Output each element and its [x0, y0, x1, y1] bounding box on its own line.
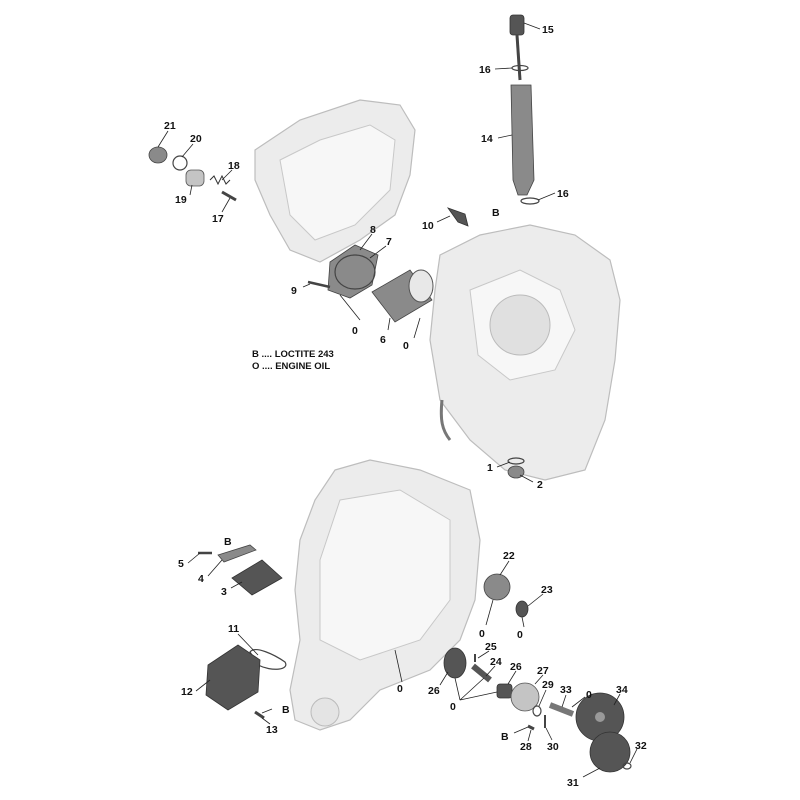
callout-labels: 15 16 14 16 21 20 18 19 17 10 B 8 7 9 0 … — [164, 24, 647, 789]
leader-lines — [157, 22, 638, 778]
callout: 31 — [567, 777, 579, 789]
gear-31 — [589, 731, 631, 773]
callout: 32 — [635, 740, 647, 752]
callout: 20 — [190, 133, 202, 145]
callout: 25 — [485, 641, 497, 653]
shaft-24 — [471, 663, 492, 683]
cylinder-bore — [489, 294, 551, 356]
callout: 30 — [547, 741, 559, 753]
callout: 27 — [537, 665, 549, 677]
retainer-4 — [217, 544, 257, 563]
callout: 17 — [212, 213, 224, 225]
o-ring-16b — [520, 197, 540, 205]
screw-9 — [307, 280, 331, 289]
seal-23 — [515, 600, 529, 618]
o-ring-29 — [532, 705, 542, 717]
loctite-marker: B — [282, 704, 290, 716]
pressure-switch-10 — [446, 207, 469, 227]
callout: 12 — [181, 686, 193, 698]
oil-tube — [439, 399, 452, 441]
callout: 4 — [198, 573, 204, 585]
callout: 10 — [422, 220, 434, 232]
callout: 6 — [380, 334, 386, 346]
callout: 11 — [228, 623, 239, 635]
filter-cover-8 — [327, 244, 379, 299]
callout: 9 — [291, 285, 297, 297]
callout: 8 — [370, 224, 376, 236]
plug-21 — [148, 146, 168, 164]
dipstick-tube — [510, 84, 535, 196]
callout: 26 — [428, 685, 440, 697]
legend-engine-oil: O .... ENGINE OIL — [252, 361, 331, 372]
loctite-marker: B — [492, 207, 500, 219]
callout: 26 — [510, 661, 522, 673]
callout: 33 — [560, 684, 572, 696]
callout: 28 — [520, 741, 532, 753]
rotor-26 — [496, 683, 513, 699]
dipstick-rod — [515, 34, 522, 81]
oil-marker: 0 — [450, 701, 456, 713]
callout: 14 — [481, 133, 493, 145]
callout: 29 — [542, 679, 554, 691]
oil-marker: 0 — [479, 628, 485, 640]
callout: 18 — [228, 160, 240, 172]
oil-marker: 0 — [517, 629, 523, 641]
gear-34-hub — [595, 712, 605, 722]
screw-17 — [221, 190, 237, 202]
legend: B .... LOCTITE 243 O .... ENGINE OIL — [252, 349, 334, 373]
filter-end — [408, 269, 434, 303]
oil-marker: 0 — [403, 340, 409, 352]
callout: 13 — [266, 724, 278, 736]
o-ring-1 — [507, 457, 525, 465]
shaft-33 — [548, 702, 575, 717]
callout: 5 — [178, 558, 184, 570]
callout: 34 — [616, 684, 628, 696]
callout: 19 — [175, 194, 187, 206]
callout: 16 — [557, 188, 569, 200]
cover-recess — [279, 124, 396, 241]
loctite-marker: B — [501, 731, 509, 743]
callout: 7 — [386, 236, 392, 248]
pump-cover-27 — [510, 682, 540, 712]
callout: 2 — [537, 479, 543, 491]
legend-loctite: B .... LOCTITE 243 — [252, 349, 334, 360]
gasket-11 — [249, 649, 287, 670]
callout: 21 — [164, 120, 176, 132]
callout: 15 — [542, 24, 554, 36]
o-ring-7 — [334, 254, 376, 290]
callout: 16 — [479, 64, 491, 76]
oil-marker: 0 — [586, 689, 592, 701]
oil-marker: 0 — [352, 325, 358, 337]
spring-18 — [209, 174, 231, 186]
crankcase-lower-web — [319, 489, 451, 661]
circlip-32 — [622, 762, 632, 770]
screw-13 — [254, 710, 265, 720]
screen-3 — [231, 559, 283, 596]
oil-cooler-12 — [205, 644, 261, 711]
screw-28 — [527, 724, 535, 731]
callout: 24 — [490, 656, 502, 668]
mount-boss — [310, 697, 340, 727]
o-ring-20 — [172, 155, 188, 171]
dipstick-cap — [509, 14, 525, 36]
callout: 1 — [487, 462, 493, 474]
loctite-marker: B — [224, 536, 232, 548]
valve-19 — [185, 169, 205, 187]
callout: 23 — [541, 584, 553, 596]
callout: 3 — [221, 586, 227, 598]
oil-marker: 0 — [397, 683, 403, 695]
callout: 22 — [503, 550, 515, 562]
gear-22 — [483, 573, 511, 601]
